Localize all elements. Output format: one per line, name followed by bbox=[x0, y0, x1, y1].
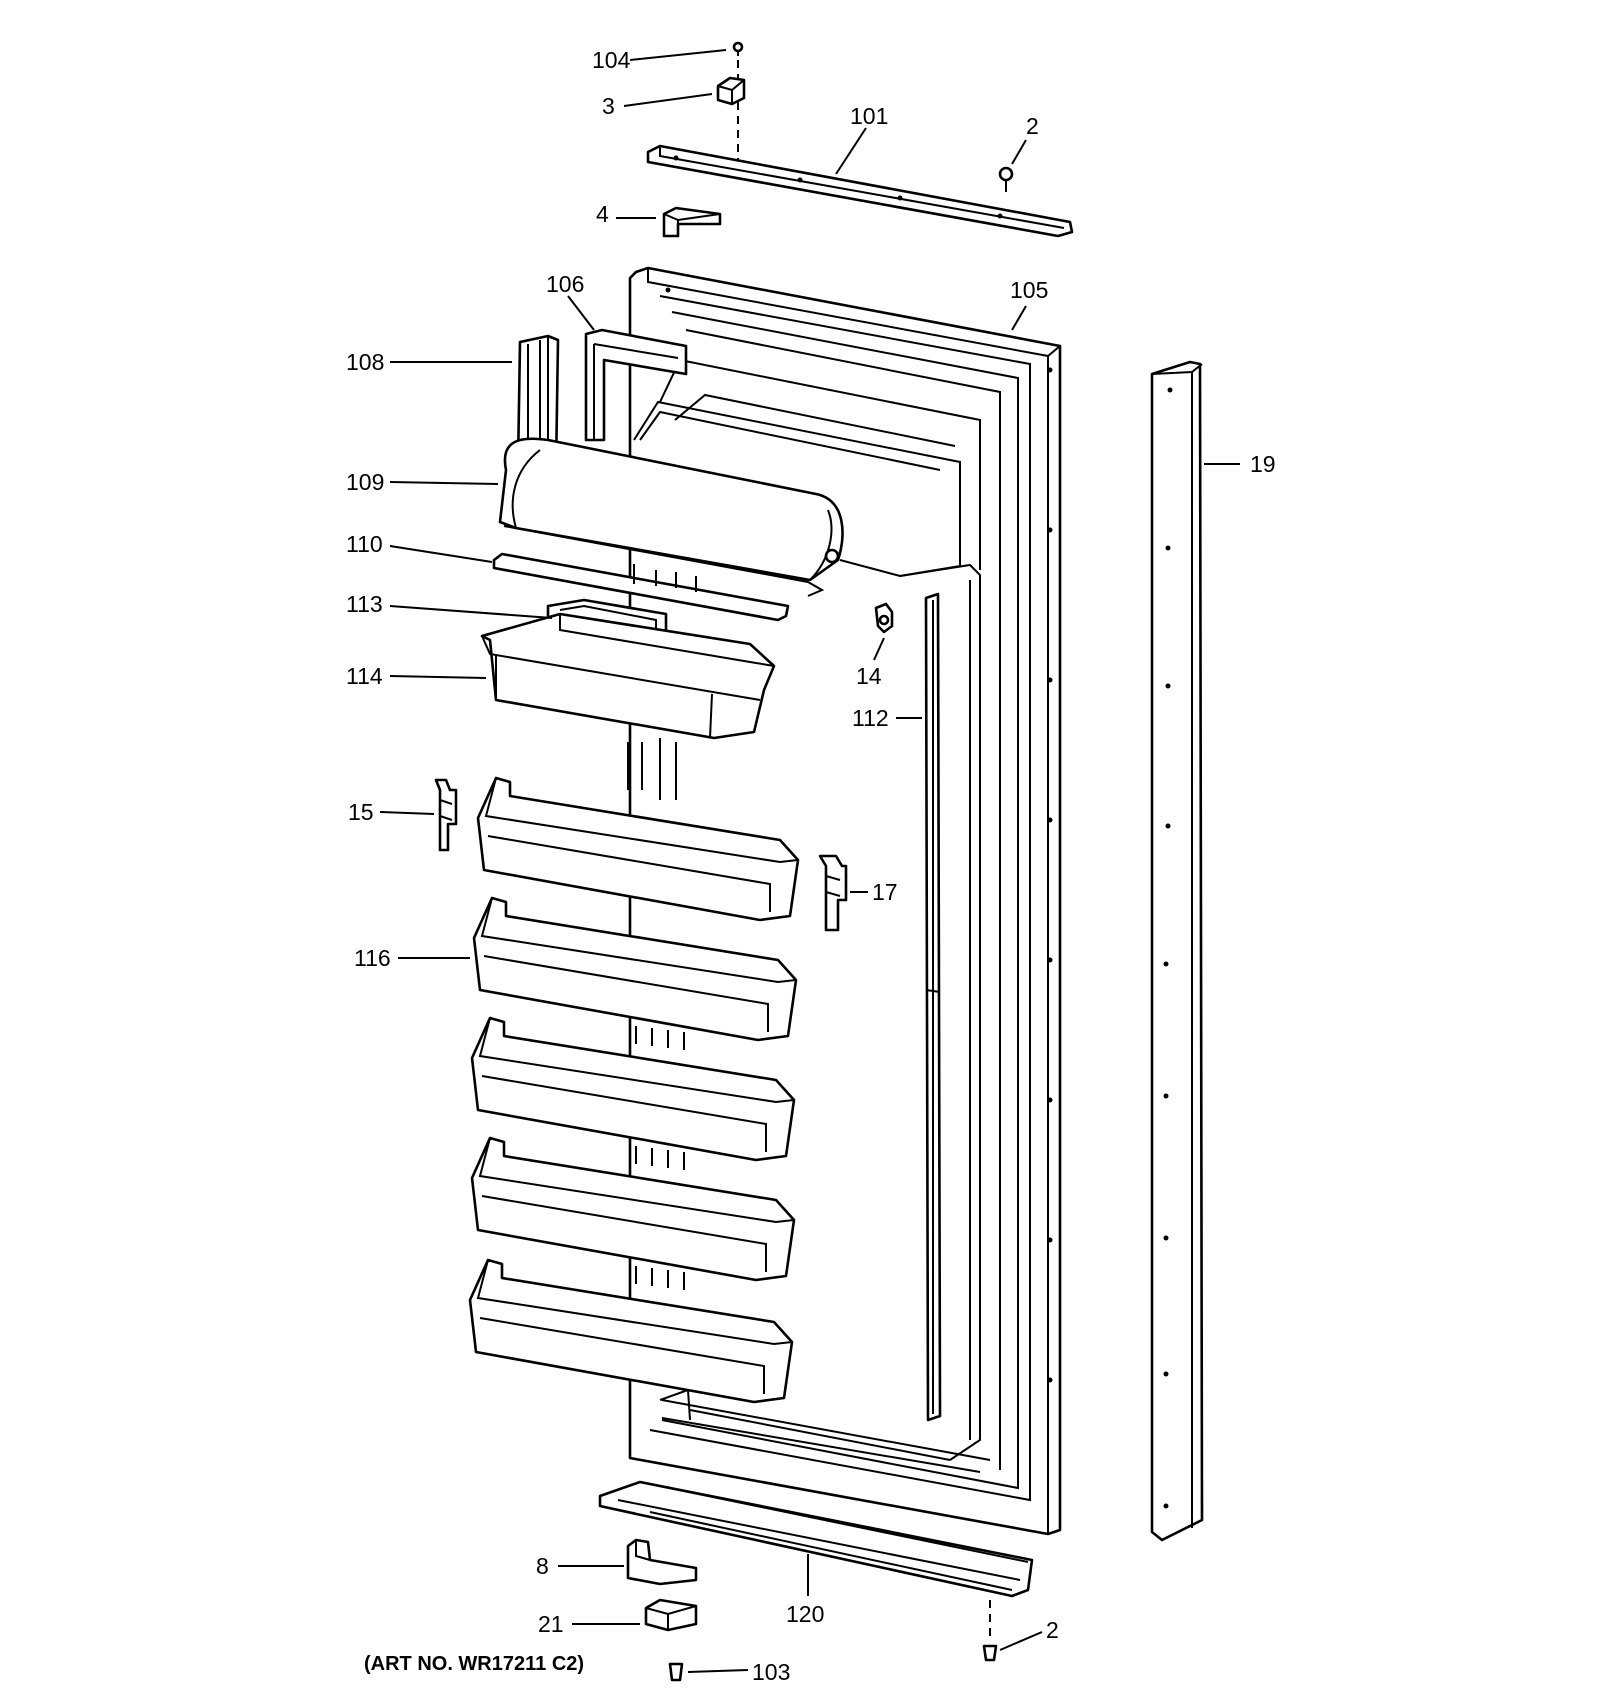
callout-15: 15 bbox=[348, 799, 374, 825]
callout-3: 3 bbox=[602, 93, 615, 119]
callout-113: 113 bbox=[346, 591, 383, 617]
callout-8: 8 bbox=[536, 1553, 549, 1579]
part-116-door-bin-3 bbox=[470, 1016, 796, 1162]
callout-109: 109 bbox=[346, 469, 384, 495]
bin-spacer-marks bbox=[635, 1026, 685, 1290]
part-116-door-bin-1 bbox=[476, 776, 800, 922]
callout-104: 104 bbox=[592, 47, 631, 73]
callout-14: 14 bbox=[856, 663, 882, 689]
part-2-bottom-screw bbox=[982, 1644, 998, 1662]
callout-101: 101 bbox=[850, 103, 888, 129]
part-15-shelf-bracket bbox=[434, 778, 458, 852]
callout-19: 19 bbox=[1250, 451, 1276, 477]
part-19-gasket-strip bbox=[1150, 360, 1204, 1542]
part-114-dairy-bin bbox=[480, 612, 776, 740]
part-109-dairy-door bbox=[498, 437, 844, 597]
callout-17: 17 bbox=[872, 879, 898, 905]
part-104-screw bbox=[732, 41, 744, 56]
callout-120: 120 bbox=[786, 1601, 824, 1627]
callout-116: 116 bbox=[354, 945, 391, 971]
callout-108: 108 bbox=[346, 349, 384, 375]
part-116-door-bin-2 bbox=[472, 896, 798, 1042]
callout-106: 106 bbox=[546, 271, 584, 297]
part-8-bottom-hinge bbox=[626, 1538, 698, 1586]
part-106-dairy-frame bbox=[584, 328, 688, 442]
part-120-bottom-channel bbox=[598, 1480, 1034, 1598]
part-116-door-bin-4 bbox=[470, 1136, 796, 1282]
part-101-top-channel bbox=[646, 144, 1074, 238]
callout-103: 103 bbox=[752, 1659, 790, 1685]
part-116-door-bin-5 bbox=[468, 1258, 794, 1404]
callout-110: 110 bbox=[346, 531, 383, 557]
art-number: (ART NO. WR17211 C2) bbox=[364, 1653, 584, 1675]
liner-inner-recess bbox=[633, 358, 981, 1461]
bin-rail-stubs bbox=[627, 738, 677, 800]
part-17-shelf-bracket bbox=[818, 854, 848, 932]
callout-2-bottom: 2 bbox=[1046, 1617, 1059, 1643]
callout-114: 114 bbox=[346, 663, 383, 689]
callout-21: 21 bbox=[538, 1611, 564, 1637]
part-112-vertical-rail bbox=[924, 592, 942, 1422]
part-2-top-screw bbox=[998, 166, 1014, 192]
part-14-clip bbox=[874, 602, 894, 634]
part-4-hinge-bracket bbox=[662, 206, 722, 238]
part-21-hinge-block bbox=[644, 1598, 698, 1632]
callout-4: 4 bbox=[596, 201, 609, 227]
callout-2-top: 2 bbox=[1026, 113, 1039, 139]
leader-lines bbox=[379, 49, 1240, 1673]
callout-112: 112 bbox=[852, 705, 889, 731]
callout-labels: 104 3 101 2 4 106 105 108 19 109 110 113… bbox=[346, 47, 1276, 1685]
part-103-screw bbox=[668, 1662, 684, 1682]
part-3-hinge-cap bbox=[716, 76, 746, 106]
callout-105: 105 bbox=[1010, 277, 1048, 303]
part-110-dairy-retainer bbox=[492, 552, 790, 622]
